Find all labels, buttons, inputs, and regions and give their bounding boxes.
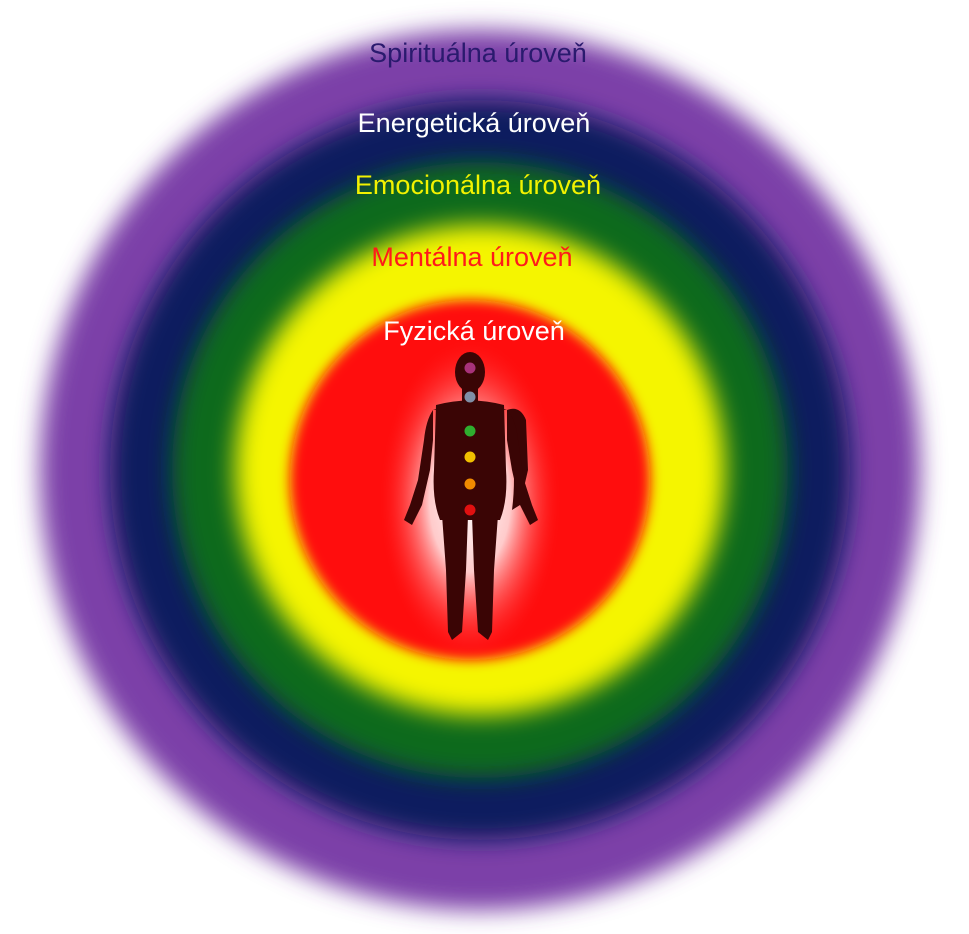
mental-level-label: Mentálna úroveň [371,242,572,272]
chakra-points [464,362,476,516]
chakra-crown [464,362,476,374]
emotional-level-label: Emocionálna úroveň [355,170,601,200]
chakra-heart [464,425,476,437]
chakra-solar-plexus [464,451,476,463]
chakra-sacral [464,478,476,490]
physical-level-label: Fyzická úroveň [383,316,565,346]
spiritual-level-label: Spirituálna úroveň [369,38,587,68]
chakra-third-eye [464,391,476,403]
chakra-root [464,504,476,516]
energetic-level-label: Energetická úroveň [358,108,591,138]
